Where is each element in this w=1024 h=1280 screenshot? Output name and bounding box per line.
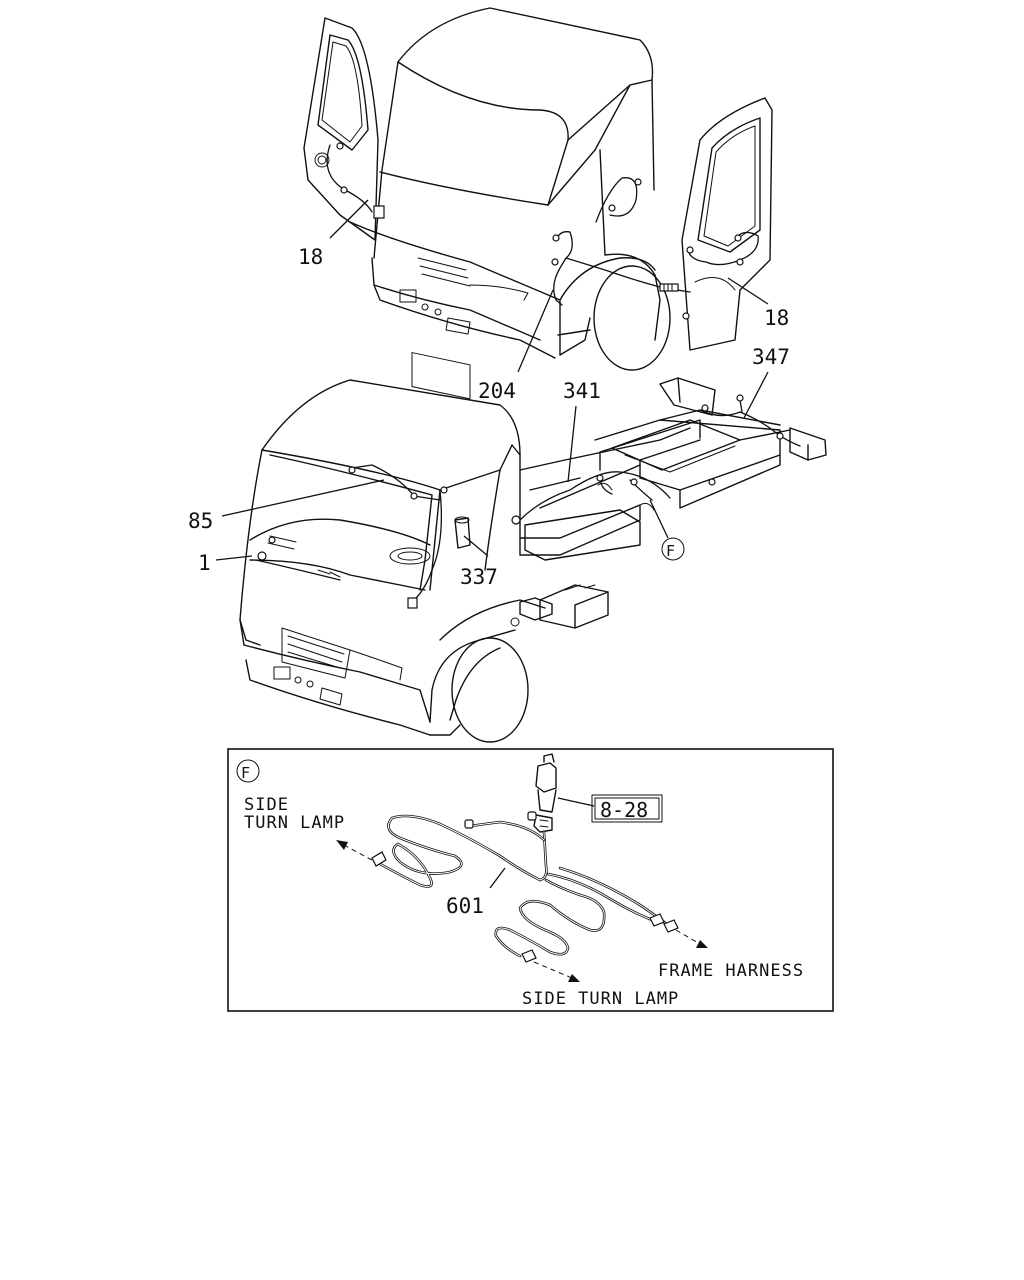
harness-601: 601 (371, 811, 679, 963)
arrow-side-turn-lamp-left: SIDE TURN LAMP (244, 795, 373, 861)
label-204: 204 (478, 289, 554, 403)
svg-text:SIDE: SIDE (244, 795, 289, 815)
svg-text:8-28: 8-28 (600, 798, 648, 822)
svg-text:18: 18 (764, 306, 789, 330)
svg-text:FRAME HARNESS: FRAME HARNESS (658, 961, 804, 981)
label-18-right: 18 (727, 277, 789, 330)
detail-ref-mark: F (236, 759, 260, 783)
cab-upper-view (303, 7, 773, 400)
svg-text:SIDE TURN LAMP: SIDE TURN LAMP (522, 989, 679, 1009)
relay-ref-box: 8-28 (591, 794, 663, 823)
svg-text:204: 204 (478, 379, 516, 403)
svg-text:341: 341 (563, 379, 601, 403)
truck-lower-view (239, 377, 827, 743)
relay (533, 753, 595, 833)
detail-F-panel: F 8-28 (227, 748, 834, 1012)
svg-text:601: 601 (446, 894, 484, 918)
label-18-left: 18 (298, 199, 369, 269)
label-1: 1 (198, 551, 253, 575)
svg-text:337: 337 (460, 565, 498, 589)
label-337: 337 (460, 535, 498, 589)
label-F-callout: F (649, 499, 685, 561)
label-341: 341 (563, 379, 601, 483)
svg-text:347: 347 (752, 345, 790, 369)
svg-text:F: F (241, 764, 250, 782)
arrow-side-turn-lamp-bottom: SIDE TURN LAMP (522, 961, 679, 1009)
arrow-frame-harness: FRAME HARNESS (658, 929, 804, 981)
svg-text:85: 85 (188, 509, 213, 533)
label-85: 85 (188, 479, 385, 533)
svg-text:1: 1 (198, 551, 211, 575)
svg-text:18: 18 (298, 245, 323, 269)
label-347: 347 (743, 345, 790, 419)
svg-text:F: F (666, 542, 675, 560)
svg-text:TURN LAMP: TURN LAMP (244, 813, 345, 833)
